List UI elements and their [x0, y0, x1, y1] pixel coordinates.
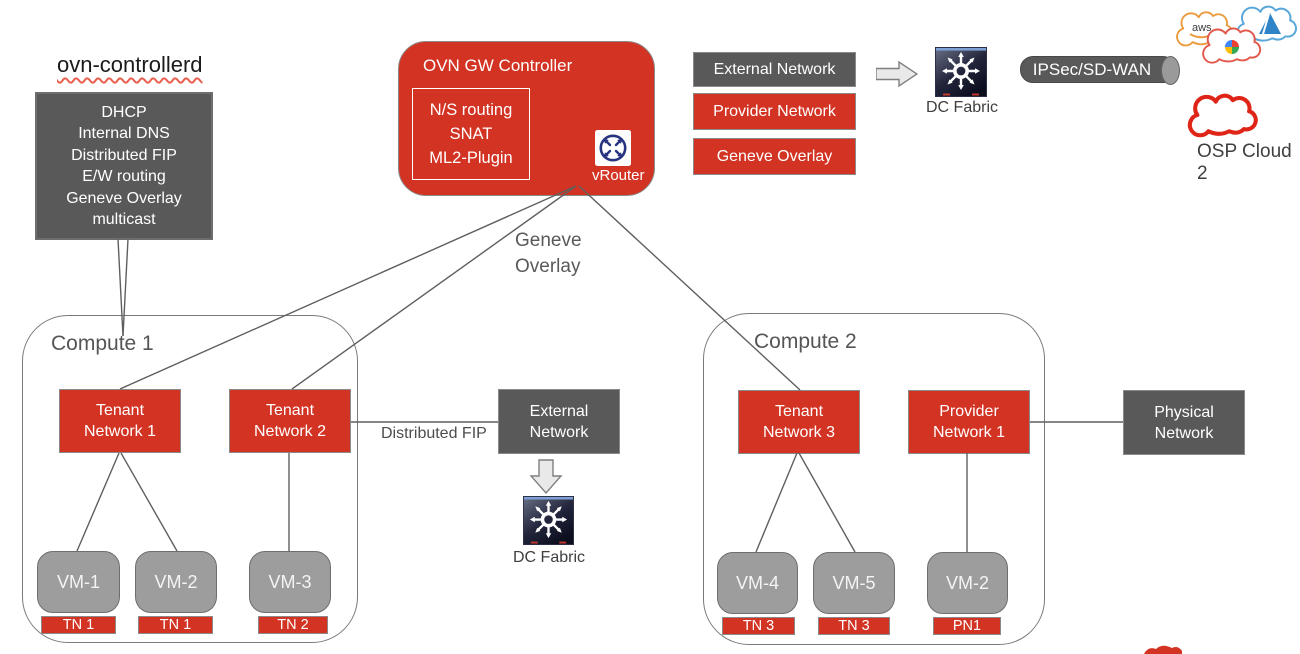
- vm-2b-box: VM-2: [927, 552, 1008, 614]
- dc-fabric-top-label: DC Fabric: [925, 99, 998, 116]
- feature-line: Distributed FIP: [71, 146, 177, 164]
- dc-fabric-bottom-label: DC Fabric: [513, 549, 586, 566]
- distributed-fip-label: Distributed FIP: [381, 425, 487, 442]
- external-network-box: External Network: [498, 389, 620, 454]
- vm-1-box: VM-1: [37, 551, 120, 613]
- feature-line: Geneve Overlay: [66, 189, 182, 207]
- compute2-title: Compute 2: [754, 330, 857, 353]
- vm-tag: TN 1: [138, 616, 213, 634]
- feature-line: Internal DNS: [78, 125, 170, 142]
- dc-fabric-top-icon: [935, 47, 987, 97]
- tenant-network-2-box: Tenant Network 2: [229, 389, 351, 453]
- compute1-title: Compute 1: [51, 332, 154, 355]
- vrouter-label: vRouter: [592, 167, 645, 184]
- geneve-overlay-annotation: Geneve Overlay: [515, 230, 582, 277]
- aws-label: aws: [1192, 22, 1212, 34]
- feature-line: E/W routing: [82, 168, 166, 185]
- ovn-controllerd-label: ovn-controllerd: [57, 52, 203, 77]
- vm-tag: TN 3: [818, 617, 890, 635]
- legend-external-network: External Network: [693, 52, 856, 87]
- vm-tag: PN1: [933, 617, 1001, 635]
- gw-controller-title: OVN GW Controller: [423, 56, 573, 75]
- ipsec-sdwan-pipe: IPSec/SD-WAN: [1020, 56, 1180, 85]
- osp-cloud-icon: [1187, 93, 1258, 138]
- osp-cloud-label: OSP Cloud 2: [1197, 141, 1292, 184]
- tenant-network-3-box: Tenant Network 3: [738, 390, 860, 454]
- ovn-controller-features-box: DHCP Internal DNS Distributed FIP E/W ro…: [35, 92, 213, 240]
- vm-4-box: VM-4: [717, 552, 798, 614]
- legend-geneve-overlay: Geneve Overlay: [693, 138, 856, 175]
- vm-tag: TN 1: [41, 616, 116, 634]
- tenant-network-1-box: Tenant Network 1: [59, 389, 181, 453]
- vrouter: vRouter: [592, 130, 659, 184]
- dc-fabric-bottom-icon: [523, 496, 574, 545]
- ovn-gw-controller-box: OVN GW Controller N/S routing SNAT ML2-P…: [398, 41, 655, 196]
- vm-2-box: VM-2: [135, 551, 217, 613]
- public-clouds-icon: aws: [1176, 5, 1297, 64]
- gw-functions-box: N/S routing SNAT ML2-Plugin: [412, 88, 530, 180]
- vm-tag: TN 2: [258, 616, 328, 634]
- provider-network-1-box: Provider Network 1: [908, 390, 1030, 454]
- legend-provider-network: Provider Network: [693, 93, 856, 130]
- flow-arrow-right-icon: [876, 60, 918, 88]
- vm-3-box: VM-3: [249, 551, 331, 613]
- function-line: N/S routing: [429, 101, 513, 119]
- vrouter-icon: [595, 130, 631, 166]
- flow-arrow-down-icon: [529, 459, 563, 495]
- function-line: SNAT: [449, 125, 493, 143]
- red-cloud-partial: [1144, 645, 1182, 654]
- vm-tag: TN 3: [722, 617, 795, 635]
- physical-network-box: Physical Network: [1123, 390, 1245, 455]
- feature-line: multicast: [92, 211, 156, 228]
- function-line: ML2-Plugin: [429, 149, 513, 167]
- feature-line: DHCP: [101, 103, 147, 121]
- vm-5-box: VM-5: [813, 552, 895, 614]
